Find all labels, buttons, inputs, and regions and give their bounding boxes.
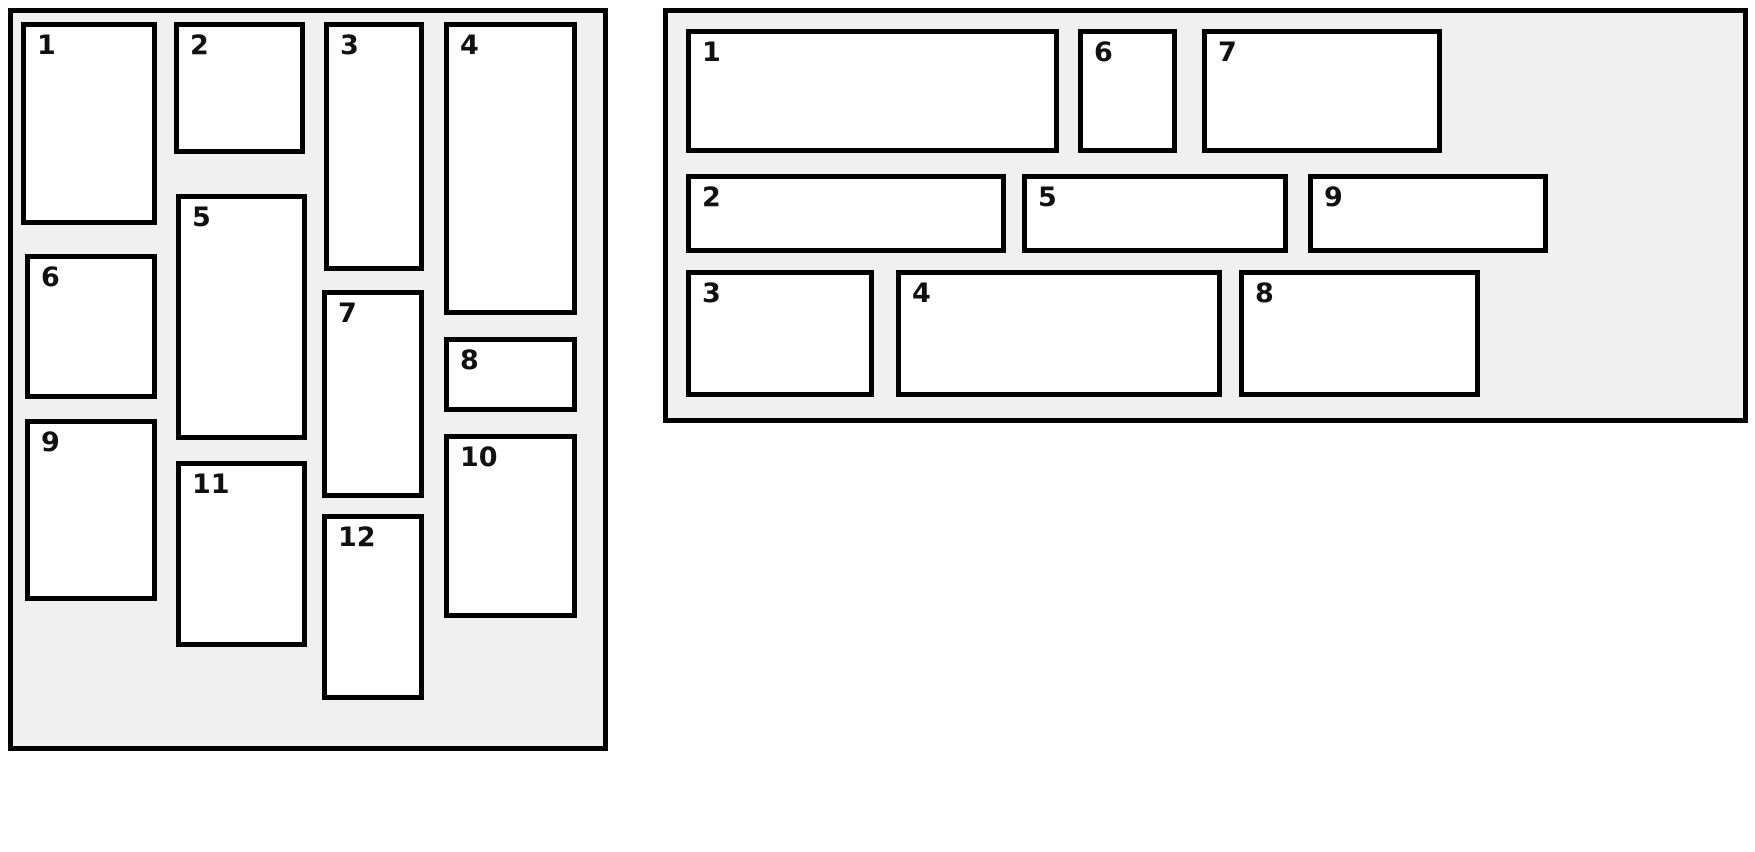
box-label: 8 <box>1255 278 1274 309</box>
layout-box-9[interactable]: 9 <box>1308 174 1548 253</box>
box-label: 12 <box>338 522 376 553</box>
box-label: 5 <box>192 202 211 233</box>
layout-box-1[interactable]: 1 <box>21 22 157 225</box>
box-label: 2 <box>190 30 209 61</box>
layout-box-6[interactable]: 6 <box>1078 29 1177 153</box>
layout-box-3[interactable]: 3 <box>686 270 874 397</box>
box-label: 3 <box>340 30 359 61</box>
box-label: 1 <box>702 37 721 68</box>
layout-box-7[interactable]: 7 <box>322 290 424 498</box>
layout-box-8[interactable]: 8 <box>444 337 577 412</box>
layout-box-4[interactable]: 4 <box>444 22 577 315</box>
layout-box-1[interactable]: 1 <box>686 29 1059 153</box>
layout-box-5[interactable]: 5 <box>1022 174 1288 253</box>
box-label: 2 <box>702 182 721 213</box>
box-label: 1 <box>37 30 56 61</box>
box-label: 5 <box>1038 182 1057 213</box>
layout-box-3[interactable]: 3 <box>324 22 424 271</box>
layout-box-9[interactable]: 9 <box>25 419 157 601</box>
box-label: 7 <box>1218 37 1237 68</box>
box-label: 9 <box>1324 182 1343 213</box>
layout-box-8[interactable]: 8 <box>1239 270 1480 397</box>
box-label: 8 <box>460 345 479 376</box>
right-panel: 1 6 7 2 5 9 3 4 8 <box>663 8 1748 423</box>
layout-box-5[interactable]: 5 <box>176 194 307 440</box>
layout-box-2[interactable]: 2 <box>686 174 1006 253</box>
box-label: 3 <box>702 278 721 309</box>
layout-box-4[interactable]: 4 <box>896 270 1222 397</box>
box-label: 6 <box>1094 37 1113 68</box>
layout-box-10[interactable]: 10 <box>444 434 577 618</box>
layout-box-12[interactable]: 12 <box>322 514 424 700</box>
box-label: 6 <box>41 262 60 293</box>
layout-box-2[interactable]: 2 <box>174 22 305 154</box>
box-label: 10 <box>460 442 498 473</box>
box-label: 11 <box>192 469 230 500</box>
layout-box-7[interactable]: 7 <box>1202 29 1442 153</box>
box-label: 9 <box>41 427 60 458</box>
layout-box-11[interactable]: 11 <box>176 461 307 647</box>
box-label: 4 <box>460 30 479 61</box>
box-label: 4 <box>912 278 931 309</box>
box-label: 7 <box>338 298 357 329</box>
layout-box-6[interactable]: 6 <box>25 254 157 399</box>
